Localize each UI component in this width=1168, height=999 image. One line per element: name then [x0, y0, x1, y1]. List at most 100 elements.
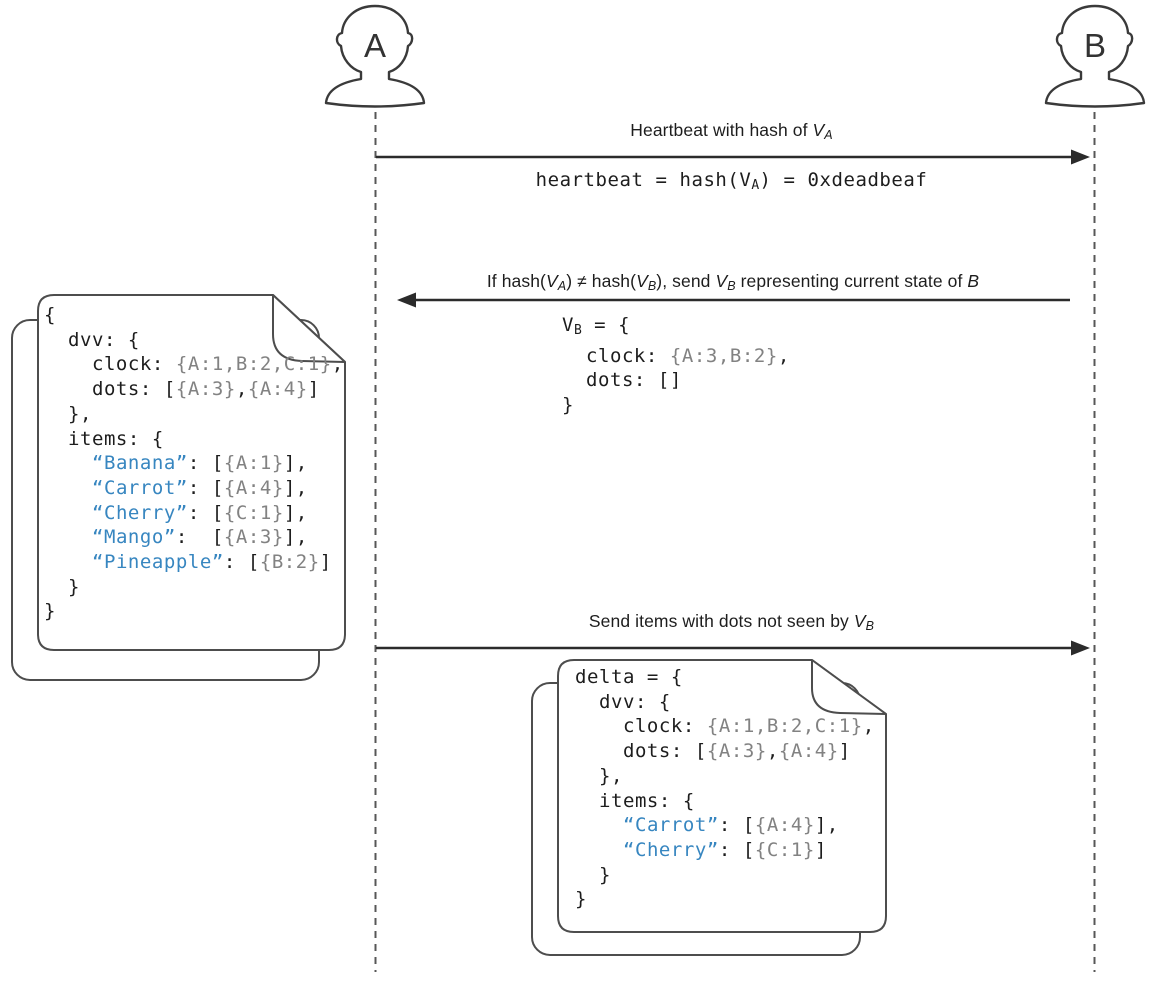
code-line: dots: [{A:3},{A:4}] [575, 739, 875, 764]
code-line: } [575, 863, 875, 888]
code-line: items: { [575, 789, 875, 814]
text-segment: representing current state of [735, 271, 968, 291]
text-segment: A [824, 128, 833, 142]
text-segment: {A:3,B:2} [669, 344, 778, 367]
code-line: clock: {A:1,B:2,C:1}, [44, 352, 344, 377]
text-segment: { [44, 304, 56, 326]
text-segment: B [647, 279, 657, 293]
text-segment: : [ [187, 476, 224, 499]
text-segment: } [44, 600, 56, 623]
text-segment: {A:1,B:2,C:1} [175, 353, 332, 376]
code-line: } [575, 887, 875, 912]
text-segment: B [574, 323, 583, 338]
text-segment: {A:4} [247, 378, 308, 401]
text-segment: {C:1} [223, 501, 284, 524]
code-line: “Cherry”: [{C:1}] [575, 838, 875, 863]
arrowhead-left-icon [397, 292, 416, 308]
text-segment: heartbeat = hash(V [535, 169, 752, 191]
text-segment: “Pineapple” [91, 551, 224, 574]
text-segment: “Mango” [91, 526, 176, 549]
text-segment: }, [44, 402, 92, 425]
text-segment: {A:1} [223, 452, 284, 475]
code-line: } [44, 575, 344, 600]
text-segment: V [636, 271, 648, 291]
front-page [557, 659, 887, 933]
text-segment: ], [283, 501, 308, 524]
text-segment: V [715, 271, 728, 291]
text-segment: }, [575, 764, 623, 787]
text-segment: : [ [223, 551, 260, 574]
text-segment: items: { [44, 427, 164, 450]
text-segment [575, 839, 623, 861]
text-segment: dots: [] [562, 369, 682, 392]
text-segment [44, 502, 92, 524]
code-line: }, [44, 402, 344, 427]
text-segment: B [967, 271, 980, 291]
code-line: dots: [{A:3},{A:4}] [44, 377, 344, 402]
code-line: } [44, 599, 344, 624]
text-segment: {A:1,B:2,C:1} [706, 715, 863, 738]
text-segment: {A:3} [223, 526, 284, 549]
text-segment: A [751, 178, 760, 193]
text-segment: ], [814, 814, 839, 837]
delta-document [531, 659, 887, 956]
folded-corner-icon [272, 294, 346, 363]
text-segment [44, 526, 92, 548]
text-segment: If hash( [486, 271, 546, 291]
text-segment: ], [283, 452, 308, 475]
arrow-send-delta [376, 640, 1090, 656]
text-segment: dvv: { [44, 328, 140, 351]
text-segment: , [235, 378, 248, 401]
text-segment: } [44, 575, 80, 598]
text-segment: ) = 0xdeadbeaf [759, 169, 928, 191]
text-segment: : [ [175, 526, 224, 549]
text-segment: , [777, 344, 790, 367]
arrowhead-right-icon [1071, 149, 1090, 165]
text-segment [575, 814, 623, 836]
text-segment: clock: [44, 353, 176, 376]
text-segment: {A:4} [754, 814, 815, 837]
code-line: delta = { [575, 665, 875, 690]
text-segment: } [575, 863, 611, 886]
text-segment: A [557, 279, 567, 293]
text-segment: } [562, 394, 574, 417]
text-segment: {C:1} [754, 838, 815, 861]
text-segment: : [ [718, 814, 755, 837]
text-segment: B [865, 619, 875, 633]
text-segment: : [ [187, 501, 224, 524]
text-segment: ], [283, 476, 308, 499]
code-line: heartbeat = hash(VA) = 0xdeadbeaf [375, 168, 1088, 199]
text-segment: {A:3} [175, 378, 236, 401]
text-segment: “Cherry” [622, 838, 719, 861]
message-1-label: Heartbeat with hash of VA [375, 120, 1088, 142]
text-segment: “Carrot” [91, 476, 188, 499]
code-line: “Mango”: [{A:3}], [44, 525, 344, 550]
text-segment: {A:3} [706, 740, 767, 763]
text-segment: Heartbeat with hash of [630, 120, 813, 140]
text-segment: dvv: { [575, 690, 671, 713]
arrow-heartbeat [376, 149, 1090, 165]
code-line: “Pineapple”: [{B:2}] [44, 550, 344, 575]
text-segment: V [812, 120, 825, 140]
text-segment: : [ [187, 452, 224, 475]
code-line: dots: [] [562, 368, 790, 393]
text-segment: {A:4} [778, 740, 839, 763]
actor-a-icon [324, 4, 426, 108]
arrow-vb-response [397, 292, 1070, 308]
text-segment: V [853, 611, 866, 631]
state-a-code: { dvv: { clock: {A:1,B:2,C:1}, dots: [{A… [44, 303, 344, 624]
text-segment: ), send [656, 271, 716, 291]
arrowhead-right-icon [1071, 640, 1090, 656]
text-segment: Send items with dots not seen by [588, 611, 854, 631]
actor-b-label: B [1084, 27, 1106, 64]
text-segment: clock: [562, 344, 670, 367]
text-segment: ] [307, 378, 320, 401]
text-segment: ) ≠ hash( [566, 271, 637, 291]
text-segment: items: { [575, 789, 695, 812]
code-line: “Banana”: [{A:1}], [44, 451, 344, 476]
code-line: “Cherry”: [{C:1}], [44, 501, 344, 526]
code-line: dvv: { [575, 690, 875, 715]
text-segment: , [766, 740, 779, 763]
text-segment: V [546, 271, 558, 291]
